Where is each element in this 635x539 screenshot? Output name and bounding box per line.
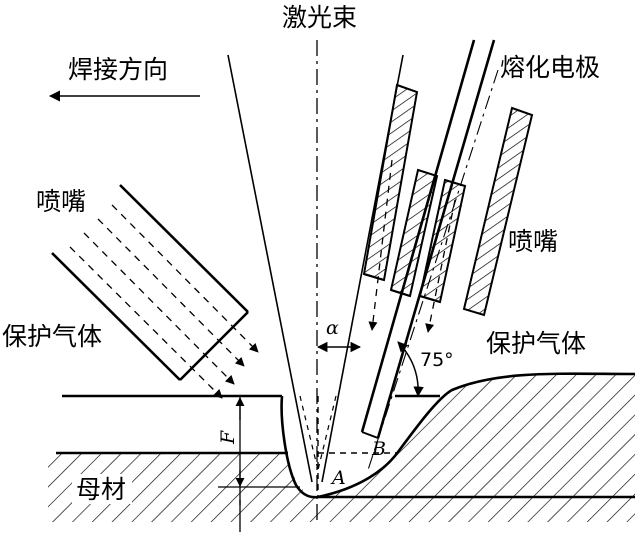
dimension-f: F [217,396,300,532]
angle-alpha-label: α [326,317,339,339]
angle-alpha-marker: α [316,317,362,353]
left-nozzle [51,184,249,381]
left-shield-gas-flow [69,204,259,399]
angle-75-marker: 75° [397,341,454,398]
point-a-label: A [330,467,346,489]
angle-75-label: 75° [420,349,454,371]
right-nozzle [362,83,534,317]
base-metal [48,372,635,522]
welding-direction: 焊接方向 [48,55,200,102]
right-shield-gas-flow [368,159,456,333]
dimension-f-label: F [217,430,239,445]
base-metal-label-bg [72,474,132,504]
right-nozzle-label: 喷嘴 [508,227,558,256]
consumable-electrode-label: 熔化电极 [500,53,600,82]
laser-beam-label: 激光束 [282,3,357,32]
point-b-label: B [371,438,386,460]
contact-tube [389,168,467,304]
base-metal-label: 母材 [76,475,126,504]
right-shield-gas-label: 保护气体 [486,329,586,358]
left-nozzle-label: 喷嘴 [36,187,86,216]
left-shield-gas-label: 保护气体 [2,322,102,351]
welding-direction-label: 焊接方向 [68,55,168,84]
